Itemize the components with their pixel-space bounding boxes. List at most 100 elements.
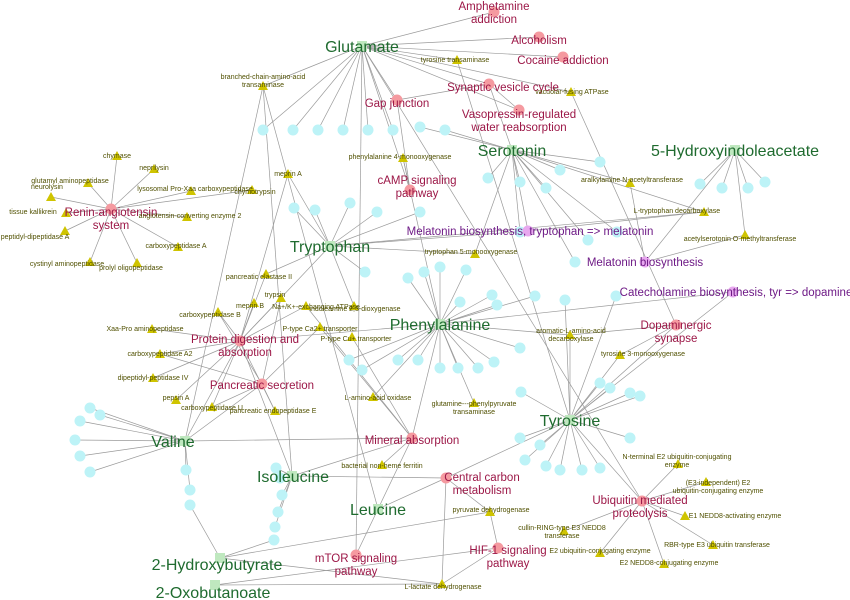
gene-node	[576, 464, 588, 476]
edge	[511, 149, 705, 213]
enzyme-label-line: dipeptidyl-peptidase IV	[118, 375, 189, 382]
enzyme-node	[270, 406, 280, 415]
edge	[314, 209, 331, 247]
gene-node	[343, 354, 355, 366]
edge	[439, 323, 571, 336]
gene-node	[414, 206, 426, 218]
edge	[65, 208, 112, 214]
edge	[441, 547, 499, 585]
enzyme-label-ltdc: L-tryptophan decarboxylase	[634, 208, 720, 215]
edge	[511, 149, 601, 163]
enzyme-label-line: lysosomal Pro-Xaa carboxypeptidase	[137, 186, 253, 193]
enzyme-label-line: E1 NEDD8-activating enzyme	[689, 513, 782, 520]
metabolite-label-ser: Serotonin	[478, 143, 547, 160]
edge	[184, 85, 264, 442]
enzyme-node	[247, 185, 257, 194]
enzyme-node	[485, 507, 495, 516]
gene-node	[634, 390, 646, 402]
gene-node	[74, 450, 86, 462]
pathway-label-line: pathway	[335, 566, 378, 578]
enzyme-label-line: pepsin A	[163, 395, 190, 402]
enzyme-label-line: carboxypeptidase B	[179, 312, 241, 319]
enzyme-node	[701, 477, 711, 486]
edge	[563, 500, 643, 532]
gene-node	[540, 460, 552, 472]
enzyme-label-line: peptidyl-dipeptidase A	[1, 234, 70, 241]
pathway-label-line: synapse	[655, 333, 698, 345]
edge	[641, 481, 707, 502]
gene-node	[359, 266, 371, 278]
enzyme-label-t3m: tyrosine 3-monooxygenase	[601, 351, 685, 358]
enzyme-node	[673, 459, 683, 468]
enzyme-label-line: branched-chain-amino-acid	[221, 74, 306, 81]
pathway-label-line: pathway	[487, 558, 530, 570]
enzyme-node	[301, 301, 311, 310]
enzyme-node	[186, 186, 196, 195]
enzyme-label-mepa: meprin A	[274, 171, 302, 178]
edge	[348, 323, 441, 361]
module-node	[522, 225, 534, 237]
enzyme-label-line: RBR-type E3 ubiquitin transferase	[664, 542, 770, 549]
enzyme-node	[470, 249, 480, 258]
edge	[569, 324, 677, 336]
gene-node	[515, 386, 527, 398]
edge	[419, 126, 513, 151]
enzyme-label-cpa: carboxypeptidase A	[145, 243, 206, 250]
edge	[184, 383, 263, 442]
edge	[342, 45, 363, 131]
edge	[152, 340, 241, 379]
enzyme-node	[213, 307, 223, 316]
gene-node	[69, 434, 81, 446]
enzyme-label-pdpa: peptidyl-dipeptidase A	[1, 234, 70, 241]
enzyme-node	[85, 257, 95, 266]
pathway-label-line: absorption	[218, 347, 272, 359]
enzyme-label-line: chymotrypsin	[234, 189, 275, 196]
module-node	[639, 256, 651, 268]
pathway-label-line: Mineral absorption	[365, 435, 460, 447]
enzyme-label-ace: angiotensin-converting enzyme 2	[139, 213, 242, 220]
enzyme-node	[83, 178, 93, 187]
edge	[239, 305, 307, 342]
enzyme-label-line: chymase	[103, 153, 131, 160]
edge	[569, 419, 643, 502]
gene-node	[288, 202, 300, 214]
edge	[629, 182, 646, 263]
edge	[377, 477, 447, 510]
enzyme-label-line: vacuolar-fusing ATPase	[535, 89, 609, 96]
pathway-label-line: system	[93, 220, 129, 232]
edge	[239, 323, 441, 342]
enzyme-node	[249, 298, 259, 307]
enzyme-label-pel: pancreatic elastase II	[226, 274, 292, 281]
enzyme-label-aanat: aralkylamine N-acetyltransferase	[581, 177, 683, 184]
enzyme-node	[155, 349, 165, 358]
enzyme-label-line: trypsin	[265, 292, 286, 299]
gene-node	[434, 362, 446, 374]
edge	[396, 83, 490, 101]
gene-node	[274, 472, 286, 484]
edge	[641, 463, 679, 502]
enzyme-label-line: tyrosine transaminase	[421, 57, 490, 64]
gene-node	[454, 296, 466, 308]
enzyme-node	[398, 153, 408, 162]
enzyme-label-line: decarboxylase	[548, 336, 593, 343]
enzyme-node	[349, 301, 359, 310]
edge	[423, 271, 441, 325]
pathway-node	[488, 6, 500, 18]
pathway-node	[513, 104, 525, 116]
enzyme-node	[452, 55, 462, 64]
enzyme-label-cyst: cystinyl aminopeptidase	[30, 261, 104, 268]
edge	[439, 323, 521, 349]
edge	[329, 245, 355, 307]
edge	[488, 83, 513, 151]
edge	[262, 45, 363, 87]
enzyme-label-cpu: carboxypeptidase U	[181, 405, 243, 412]
edge	[439, 323, 479, 369]
edge	[361, 45, 394, 131]
metabolite-label-trp: Tryptophan	[290, 239, 370, 256]
gene-node	[491, 299, 503, 311]
gene-node	[387, 124, 399, 136]
enzyme-label-dpp4: dipeptidyl-peptidase IV	[118, 375, 189, 382]
